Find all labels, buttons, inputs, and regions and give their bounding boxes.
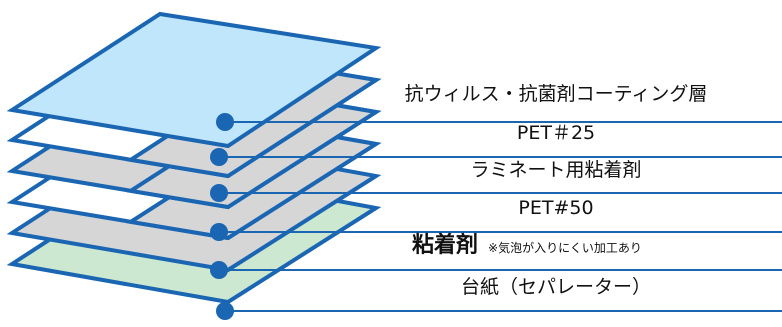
- callout-5: 粘着剤 ※気泡が入りにくい加工あり: [210, 232, 782, 279]
- layer-name: 台紙（セパレーター）: [461, 276, 651, 298]
- sheet-face: [6, 11, 382, 149]
- callout-2: PET＃25: [210, 122, 782, 166]
- layer-name: 粘着剤: [412, 232, 478, 258]
- layer-label: PET#50: [518, 197, 593, 219]
- callout-dot-icon: [210, 184, 228, 202]
- layer-name: ラミネート用粘着剤: [470, 159, 641, 181]
- callout-4: PET#50: [210, 197, 782, 241]
- layer-label: 粘着剤 ※気泡が入りにくい加工あり: [412, 232, 642, 258]
- callout-dot-icon: [210, 223, 228, 241]
- callout-group: 抗ウィルス・抗菌剤コーティング層 PET＃25 ラミネート用粘着剤 PET#50 粘着剤…: [210, 83, 782, 320]
- layer-name: PET#50: [518, 197, 593, 219]
- callout-3: ラミネート用粘着剤: [210, 159, 782, 202]
- callout-dot-icon: [216, 302, 234, 320]
- layer-label: 台紙（セパレーター）: [461, 276, 651, 298]
- callout-dot-icon: [216, 113, 234, 131]
- sheet-layer-1: [6, 11, 382, 149]
- callout-6: 台紙（セパレーター）: [216, 276, 782, 320]
- callout-1: 抗ウィルス・抗菌剤コーティング層: [216, 83, 782, 131]
- layer-label: PET＃25: [517, 122, 595, 144]
- layer-label: ラミネート用粘着剤: [470, 159, 641, 181]
- layer-name: PET＃25: [517, 122, 595, 144]
- layer-name: 抗ウィルス・抗菌剤コーティング層: [405, 83, 708, 105]
- layer-label: 抗ウィルス・抗菌剤コーティング層: [405, 83, 708, 105]
- sheet-stack: [6, 11, 382, 305]
- callout-dot-icon: [210, 261, 228, 279]
- callout-dot-icon: [210, 148, 228, 166]
- layer-note: ※気泡が入りにくい加工あり: [488, 240, 642, 255]
